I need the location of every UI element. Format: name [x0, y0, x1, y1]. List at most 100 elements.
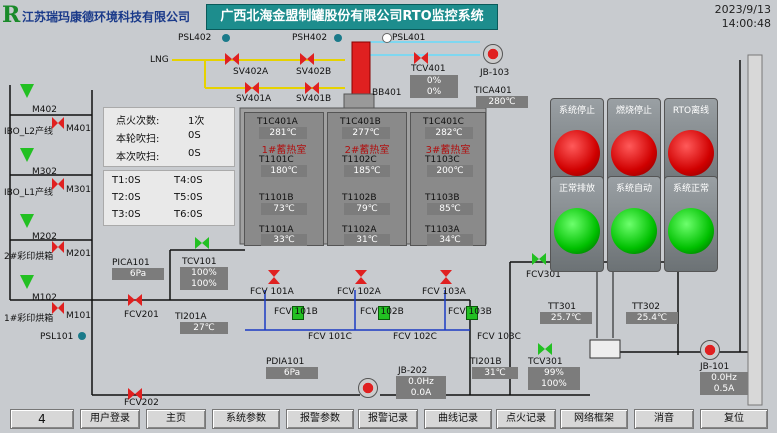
label-bb401: BB401 — [372, 88, 402, 98]
fan-jb202-icon[interactable] — [358, 378, 378, 398]
label-m201: M201 — [66, 249, 91, 259]
home-button[interactable]: 主页 — [146, 409, 206, 429]
chamber-1: T1C401A 281℃ 1#蓄热室 T1101C 180℃ T1101B 73… — [244, 112, 324, 246]
timer-t6-label: T6: — [174, 209, 190, 220]
tcv401-value-1: 0% — [410, 75, 458, 87]
valve-m201-icon[interactable] — [52, 241, 64, 253]
label-m202: M202 — [32, 232, 57, 242]
label-fcv101a: FCV 101A — [250, 287, 294, 297]
system-params-button[interactable]: 系统参数 — [212, 409, 280, 429]
jb202-value-2: 0.0A — [396, 387, 446, 399]
curve-records-button[interactable]: 曲线记录 — [424, 409, 492, 429]
timer-t4-value: 0S — [189, 175, 203, 186]
valve-fcv102b-icon[interactable] — [378, 306, 390, 320]
timer-t5-value: 0S — [189, 192, 203, 203]
label-sv402b: SV402B — [296, 67, 332, 77]
sensor-psl401-icon — [382, 33, 392, 43]
sensor-psl402-icon — [222, 34, 230, 42]
label-m101: M101 — [66, 311, 91, 321]
label-tica401: TICA401 — [474, 86, 512, 96]
chamber-1-top-tag: T1C401A — [257, 117, 298, 127]
network-framework-button[interactable]: 网络框架 — [560, 409, 628, 429]
fan-jb103-icon[interactable] — [483, 44, 503, 64]
chamber-2-mid-value: 185℃ — [344, 165, 390, 177]
status-label-system-auto: 系统自动 — [615, 184, 652, 194]
chamber-3: T1C401C 282℃ 3#蓄热室 T1103C 200℃ T1103B 85… — [410, 112, 486, 246]
valve-m401-icon[interactable] — [52, 117, 64, 129]
chamber-1-mid-tag: T1101C — [259, 155, 294, 165]
chamber-3-top-value: 282℃ — [425, 127, 473, 139]
chamber-2: T1C401B 277℃ 2#蓄热室 T1102C 185℃ T1102B 79… — [327, 112, 407, 246]
status-label-burn-stop: 燃烧停止 — [615, 106, 652, 116]
mute-button[interactable]: 消音 — [634, 409, 694, 429]
valve-m301-icon[interactable] — [52, 178, 64, 190]
ignition-count-label: 点火次数: — [116, 116, 160, 127]
ignition-records-button[interactable]: 点火记录 — [496, 409, 556, 429]
date-display: 2023/9/13 — [714, 3, 771, 16]
valve-fcv101b-icon[interactable] — [292, 306, 304, 320]
tcv301-value-2: 100% — [528, 378, 580, 390]
jb101-value-2: 0.5A — [700, 383, 748, 395]
valve-tcv301-icon[interactable] — [538, 343, 552, 355]
chamber-3-low-value: 85℃ — [427, 203, 473, 215]
valve-tcv101-icon[interactable] — [195, 237, 209, 249]
fan-jb101-icon[interactable] — [700, 340, 720, 360]
status-label-rto-offline: RTO离线 — [672, 106, 710, 116]
valve-fcv201-icon[interactable] — [128, 294, 142, 306]
valve-fcv202-icon[interactable] — [128, 388, 142, 400]
alarm-params-button[interactable]: 报警参数 — [286, 409, 354, 429]
chamber-2-top-tag: T1C401B — [340, 117, 381, 127]
chamber-1-name: 1#蓄热室 — [261, 145, 307, 156]
valve-fcv103b-icon[interactable] — [466, 306, 478, 320]
round-purge-label: 本轮吹扫: — [116, 134, 160, 145]
label-ibo-l2: IBO_L2产线 — [4, 127, 53, 137]
label-fcv103a: FCV 103A — [422, 287, 466, 297]
label-fcv301: FCV301 — [526, 270, 561, 280]
chamber-3-low-tag: T1103B — [425, 193, 460, 203]
label-pdia101: PDIA101 — [266, 357, 305, 367]
company-logo: R — [2, 2, 21, 28]
company-name: 江苏瑞玛康德环境科技有限公司 — [22, 10, 191, 24]
chamber-2-low-value: 79℃ — [344, 203, 390, 215]
status-lamp-system-stop — [554, 130, 600, 176]
pica101-value: 6Pa — [112, 268, 164, 280]
status-label-system-normal: 系统正常 — [672, 184, 709, 194]
label-m301: M301 — [66, 185, 91, 195]
timer-t1-value: 0S — [127, 175, 141, 186]
chamber-1-low-value: 73℃ — [261, 203, 307, 215]
timer-panel: T1:0S T4:0S T2:0S T5:0S T3:0S T6:0S — [103, 170, 235, 226]
chamber-2-low-tag: T1102B — [342, 193, 377, 203]
valve-sv401a-icon[interactable] — [245, 82, 259, 94]
valve-fcv102a-icon[interactable] — [355, 270, 367, 284]
label-ti201a: TI201A — [175, 312, 207, 322]
ti201b-value: 31℃ — [472, 367, 518, 379]
chamber-1-low-tag: T1101B — [259, 193, 294, 203]
label-jb103: JB-103 — [480, 68, 510, 78]
alarm-records-button[interactable]: 报警记录 — [358, 409, 418, 429]
tcv101-value-1: 100% — [180, 267, 228, 279]
valve-tcv401-icon[interactable] — [414, 52, 428, 64]
valve-sv401b-icon[interactable] — [305, 82, 319, 94]
chamber-1-bot-tag: T1101A — [259, 225, 294, 235]
valve-sv402a-icon[interactable] — [225, 53, 239, 65]
valve-fcv301-icon[interactable] — [532, 253, 546, 265]
valve-fcv103a-icon[interactable] — [440, 270, 452, 284]
valve-m101-icon[interactable] — [52, 302, 64, 314]
timer-t2-label: T2: — [112, 192, 128, 203]
login-button[interactable]: 用户登录 — [80, 409, 140, 429]
timer-t3-label: T3: — [112, 209, 128, 220]
valve-sv402b-icon[interactable] — [300, 53, 314, 65]
status-lamp-system-auto — [611, 208, 657, 254]
status-lamp-rto-offline — [668, 130, 714, 176]
label-tcv401: TCV401 — [411, 64, 446, 74]
tcv401-value-2: 0% — [410, 86, 458, 98]
reset-button[interactable]: 复位 — [700, 409, 768, 429]
label-fcv103c: FCV 103C — [477, 332, 521, 342]
chamber-1-bot-value: 33℃ — [261, 234, 307, 246]
tcv301-value-1: 99% — [528, 367, 580, 379]
label-sv401b: SV401B — [296, 94, 332, 104]
chamber-1-top-value: 281℃ — [259, 127, 307, 139]
chamber-2-name: 2#蓄热室 — [344, 145, 390, 156]
label-fcv201: FCV201 — [124, 310, 159, 320]
valve-fcv101a-icon[interactable] — [268, 270, 280, 284]
